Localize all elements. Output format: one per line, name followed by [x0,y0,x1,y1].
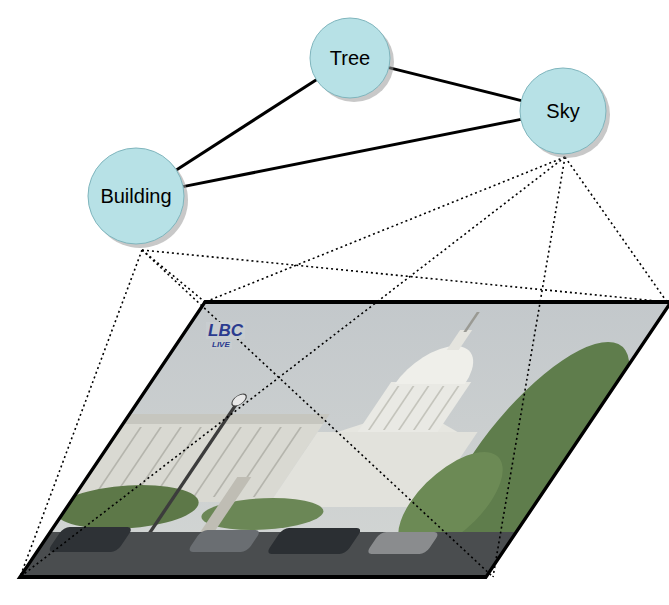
circle-fill [88,148,184,244]
relation-line [389,68,521,101]
watermark-logo: LIVE [210,341,232,349]
photo [10,302,669,577]
node-label: Sky [546,100,579,123]
relation-line [176,80,316,170]
circle-fill [520,68,606,154]
concept-circle: Building [88,148,184,244]
relation-line [183,119,521,186]
watermark-logo: LBC [206,322,245,339]
node-label: Tree [330,47,370,70]
node-label: Building [100,185,171,208]
concept-circle: Tree [310,18,390,98]
circle-fill [310,18,390,98]
concept-circle: Sky [520,68,606,154]
